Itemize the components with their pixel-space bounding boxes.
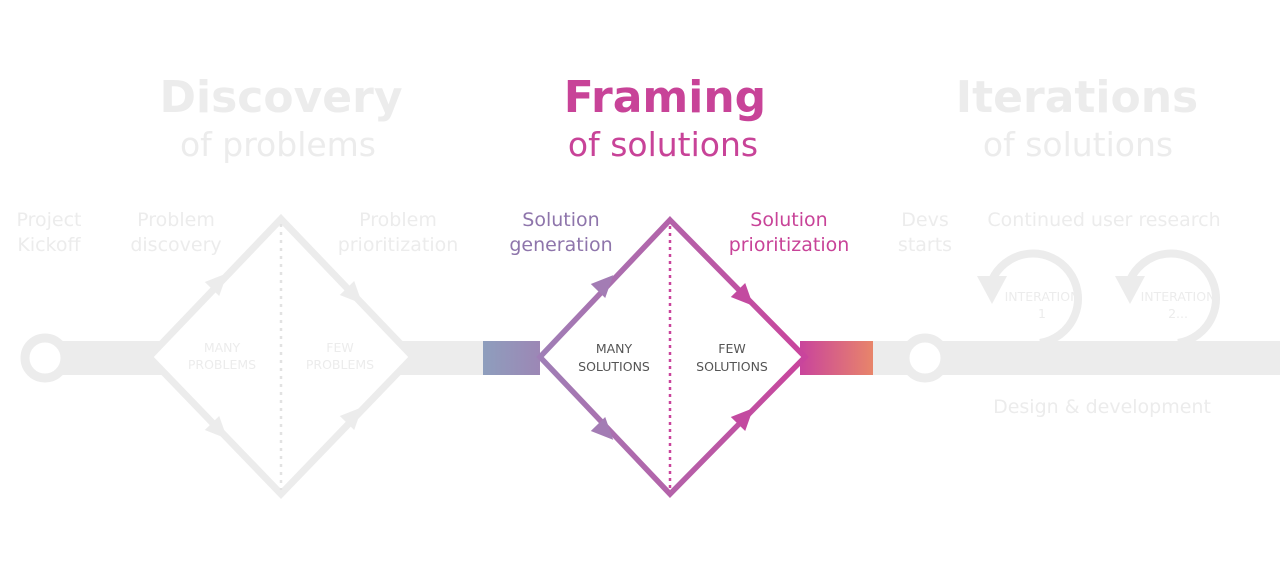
label-solution-generation-line1: Solution <box>522 209 599 231</box>
label-design-development: Design & development <box>993 396 1211 418</box>
arrow-discovery-up-right <box>339 281 363 304</box>
iteration-2-arrowhead <box>1115 276 1145 304</box>
arrow-framing-up-right <box>730 283 754 306</box>
label-project-kickoff-line2: Kickoff <box>17 234 81 256</box>
many-solutions-line2: SOLUTIONS <box>578 359 650 374</box>
iteration-loop-1 <box>977 249 1082 347</box>
framing-diamond <box>536 216 809 498</box>
arrow-discovery-up-left <box>204 273 228 296</box>
iteration-loop-2 <box>1115 249 1220 347</box>
iteration-2-label: INTERATION <box>1141 289 1216 304</box>
discovery-title: Discovery <box>159 72 402 123</box>
arrow-framing-down-right <box>730 408 754 431</box>
few-solutions-line1: FEW <box>718 341 745 356</box>
timeline-bar-framing-end <box>800 341 873 375</box>
framing-arrows <box>590 275 754 440</box>
discovery-arrows <box>204 273 363 439</box>
arrow-discovery-down-right <box>339 407 363 430</box>
label-problem-prioritization-line2: prioritization <box>338 234 459 256</box>
kickoff-node <box>20 333 70 383</box>
many-problems-line1: MANY <box>204 340 241 355</box>
label-solution-generation-line2: generation <box>509 234 612 256</box>
label-solution-prioritization-line1: Solution <box>750 209 827 231</box>
label-problem-discovery-line1: Problem <box>137 209 215 231</box>
iteration-1-arrowhead <box>977 276 1007 304</box>
label-problem-prioritization-line1: Problem <box>359 209 437 231</box>
many-solutions-line1: MANY <box>596 341 633 356</box>
label-problem-discovery-line2: discovery <box>130 234 221 256</box>
label-devs-starts-line1: Devs <box>901 209 948 231</box>
few-problems-line2: PROBLEMS <box>306 357 374 372</box>
arrow-framing-down-left <box>590 417 614 440</box>
timeline-bar-framing-start <box>483 341 540 375</box>
framing-subtitle: of solutions <box>568 125 758 164</box>
framing-title: Framing <box>564 72 766 123</box>
label-devs-starts-line2: starts <box>898 234 952 256</box>
many-problems-line2: PROBLEMS <box>188 357 256 372</box>
iterations-title: Iterations <box>956 72 1199 123</box>
label-project-kickoff-line1: Project <box>16 209 81 231</box>
iteration-1-number: 1 <box>1038 306 1046 321</box>
iteration-1-label: INTERATION <box>1005 289 1080 304</box>
few-solutions-line2: SOLUTIONS <box>696 359 768 374</box>
discovery-subtitle: of problems <box>180 125 376 164</box>
arrow-discovery-down-left <box>204 416 228 439</box>
devs-start-node <box>900 333 950 383</box>
label-continued-research: Continued user research <box>987 209 1220 231</box>
iteration-2-number: 2... <box>1168 306 1188 321</box>
few-problems-line1: FEW <box>326 340 353 355</box>
label-solution-prioritization-line2: prioritization <box>729 234 850 256</box>
iterations-subtitle: of solutions <box>983 125 1173 164</box>
arrow-framing-up-left <box>590 275 614 298</box>
